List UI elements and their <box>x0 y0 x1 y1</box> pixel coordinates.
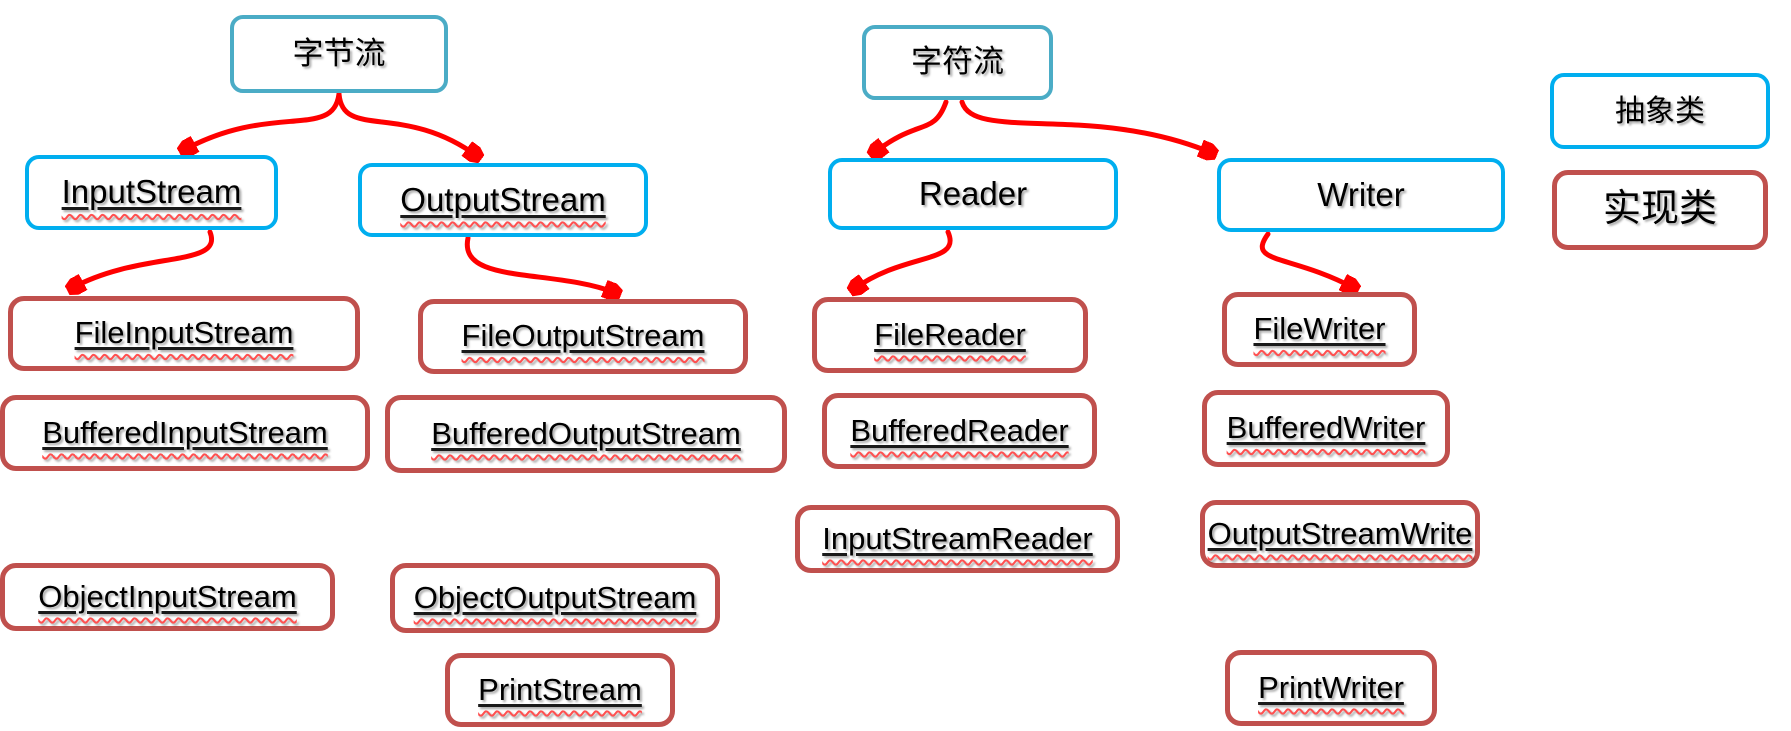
arrow-byte-stream-to-output-stream <box>336 91 477 156</box>
node-label: BufferedInputStream <box>42 414 328 450</box>
node-reader: Reader <box>828 158 1118 230</box>
node-print-writer: PrintWriter <box>1225 650 1437 726</box>
node-label: PrintWriter <box>1258 669 1404 705</box>
node-file-reader: FileReader <box>812 297 1088 373</box>
node-writer: Writer <box>1217 158 1505 232</box>
arrow-char-stream-to-reader <box>874 99 949 153</box>
node-label: BufferedReader <box>850 412 1069 448</box>
node-label: BufferedOutputStream <box>431 415 741 451</box>
node-label: ObjectInputStream <box>38 578 297 614</box>
node-label: FileInputStream <box>74 315 294 351</box>
node-output-stream: OutputStream <box>358 163 648 237</box>
legend-label: 实现类 <box>1602 188 1717 231</box>
node-buffered-reader: BufferedReader <box>822 393 1097 469</box>
legend-implementation-class: 实现类 <box>1552 170 1768 250</box>
node-label: FileReader <box>874 316 1026 352</box>
node-label: OutputStream <box>400 180 606 218</box>
node-buffered-writer: BufferedWriter <box>1202 390 1450 467</box>
node-output-stream-write: OutputStreamWrite <box>1200 500 1480 568</box>
node-label: InputStreamReader <box>822 520 1093 556</box>
arrow-input-stream-to-file-input-stream <box>72 229 215 288</box>
node-label: Writer <box>1317 175 1405 213</box>
node-object-input-stream: ObjectInputStream <box>0 563 335 631</box>
legend-abstract-class: 抽象类 <box>1550 73 1770 149</box>
arrow-output-stream-to-file-output-stream <box>464 235 616 293</box>
legend-label: 抽象类 <box>1615 94 1705 128</box>
node-file-input-stream: FileInputStream <box>8 296 360 371</box>
arrow-char-stream-to-writer <box>959 99 1212 153</box>
node-label: OutputStreamWrite <box>1207 515 1473 551</box>
node-label: 字符流 <box>911 44 1004 80</box>
node-label: 字节流 <box>292 35 386 71</box>
node-label: BufferedWriter <box>1226 410 1426 446</box>
node-label: Reader <box>918 174 1028 212</box>
arrow-writer-to-file-writer <box>1259 231 1354 288</box>
node-label: ObjectOutputStream <box>413 579 697 615</box>
node-print-stream: PrintStream <box>445 653 675 727</box>
node-label: InputStream <box>61 173 242 211</box>
node-byte-stream: 字节流 <box>230 15 448 93</box>
arrow-byte-stream-to-input-stream <box>184 91 342 150</box>
node-file-output-stream: FileOutputStream <box>418 299 748 374</box>
node-object-output-stream: ObjectOutputStream <box>390 563 720 633</box>
node-char-stream: 字符流 <box>862 25 1053 100</box>
arrow-reader-to-file-reader <box>854 229 953 289</box>
node-buffered-output-stream: BufferedOutputStream <box>385 395 787 473</box>
node-file-writer: FileWriter <box>1222 292 1417 367</box>
node-label: FileWriter <box>1253 311 1386 347</box>
node-input-stream-reader: InputStreamReader <box>795 505 1120 573</box>
node-buffered-input-stream: BufferedInputStream <box>0 395 370 471</box>
node-label: FileOutputStream <box>461 318 705 354</box>
node-input-stream: InputStream <box>25 155 278 230</box>
node-label: PrintStream <box>478 671 642 707</box>
